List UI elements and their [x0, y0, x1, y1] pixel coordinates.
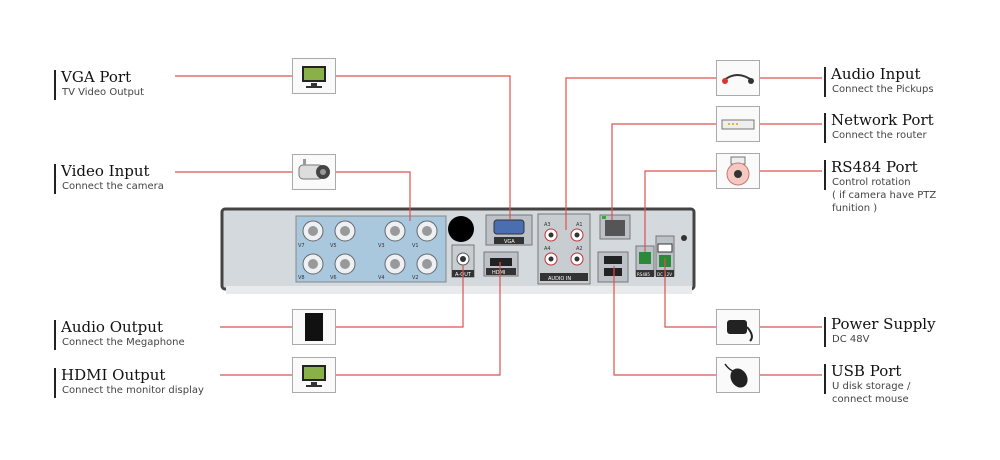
microphone-icon	[716, 60, 760, 96]
label-subtitle: Connect the monitor display	[62, 385, 204, 396]
label-subtitle: DC 48V	[832, 334, 870, 345]
rs485-label: RS485	[637, 272, 650, 277]
ptz-camera-icon	[716, 153, 760, 189]
label-title: Power Supply	[831, 315, 936, 333]
vga-line-right	[336, 75, 511, 220]
audio-in-line-left	[565, 77, 716, 230]
usb-line-left	[613, 266, 716, 376]
callout-lines	[175, 75, 822, 376]
label-subtitle: U disk storage /	[832, 381, 911, 392]
label-subtitle: Control rotation	[832, 177, 911, 188]
label-subtitle: Connect the Pickups	[832, 84, 934, 95]
label-title: USB Port	[831, 362, 902, 380]
power-line-left	[664, 258, 716, 328]
label-title: Network Port	[831, 111, 934, 129]
video-line-right	[336, 171, 411, 221]
router-icon	[716, 106, 760, 142]
label-title: VGA Port	[61, 68, 132, 86]
bnc-label: V4	[378, 275, 385, 281]
monitor-icon	[292, 357, 336, 393]
bnc-label: V1	[412, 243, 419, 249]
label-title: Audio Output	[61, 318, 163, 336]
network-line-left	[611, 123, 716, 220]
audio-ch-label: A4	[544, 246, 551, 252]
label-title: Audio Input	[831, 65, 921, 83]
audio-in-block	[537, 213, 591, 285]
label-subtitle: Connect the router	[832, 130, 927, 141]
bnc-label: V8	[298, 275, 305, 281]
label-subtitle: ( if camera have PTZ	[832, 190, 937, 201]
audio-ch-label: A3	[544, 222, 551, 228]
bnc-label: V7	[298, 243, 305, 249]
bnc-label: V2	[412, 275, 419, 281]
label-title: Video Input	[61, 162, 150, 180]
speaker-icon	[292, 309, 336, 345]
vga-label: VGA	[504, 239, 515, 245]
fan-hole	[448, 216, 474, 242]
label-subtitle: Connect the camera	[62, 181, 164, 192]
label-subtitle: Connect the Megaphone	[62, 337, 185, 348]
power-adapter-icon	[716, 309, 760, 345]
mouse-icon	[716, 357, 760, 393]
bnc-label: V3	[378, 243, 385, 249]
audio-ch-label: A2	[576, 246, 583, 252]
hdmi-line-right	[336, 262, 501, 376]
label-title: RS484 Port	[831, 158, 918, 176]
audio-out-line-right	[336, 265, 464, 328]
rs485-line-left	[644, 170, 716, 252]
label-title: HDMI Output	[61, 366, 166, 384]
label-subtitle: TV Video Output	[62, 87, 145, 98]
audio-in-label: AUDIO IN	[548, 276, 571, 282]
monitor-icon	[292, 58, 336, 94]
label-subtitle: funition )	[832, 203, 878, 214]
bnc-label: V5	[330, 243, 337, 249]
hdmi-label: HDMI	[492, 270, 505, 276]
label-subtitle: connect mouse	[832, 394, 909, 405]
camera-icon	[292, 154, 336, 190]
bnc-label: V6	[330, 275, 337, 281]
bnc-connectors	[302, 220, 438, 275]
ground-screw	[681, 235, 687, 241]
audio-ch-label: A1	[576, 222, 583, 228]
dvr-rear-panel: V7 V5 V3 V1 V8 V6 V4 V2 A-OUT VGA	[220, 207, 696, 294]
